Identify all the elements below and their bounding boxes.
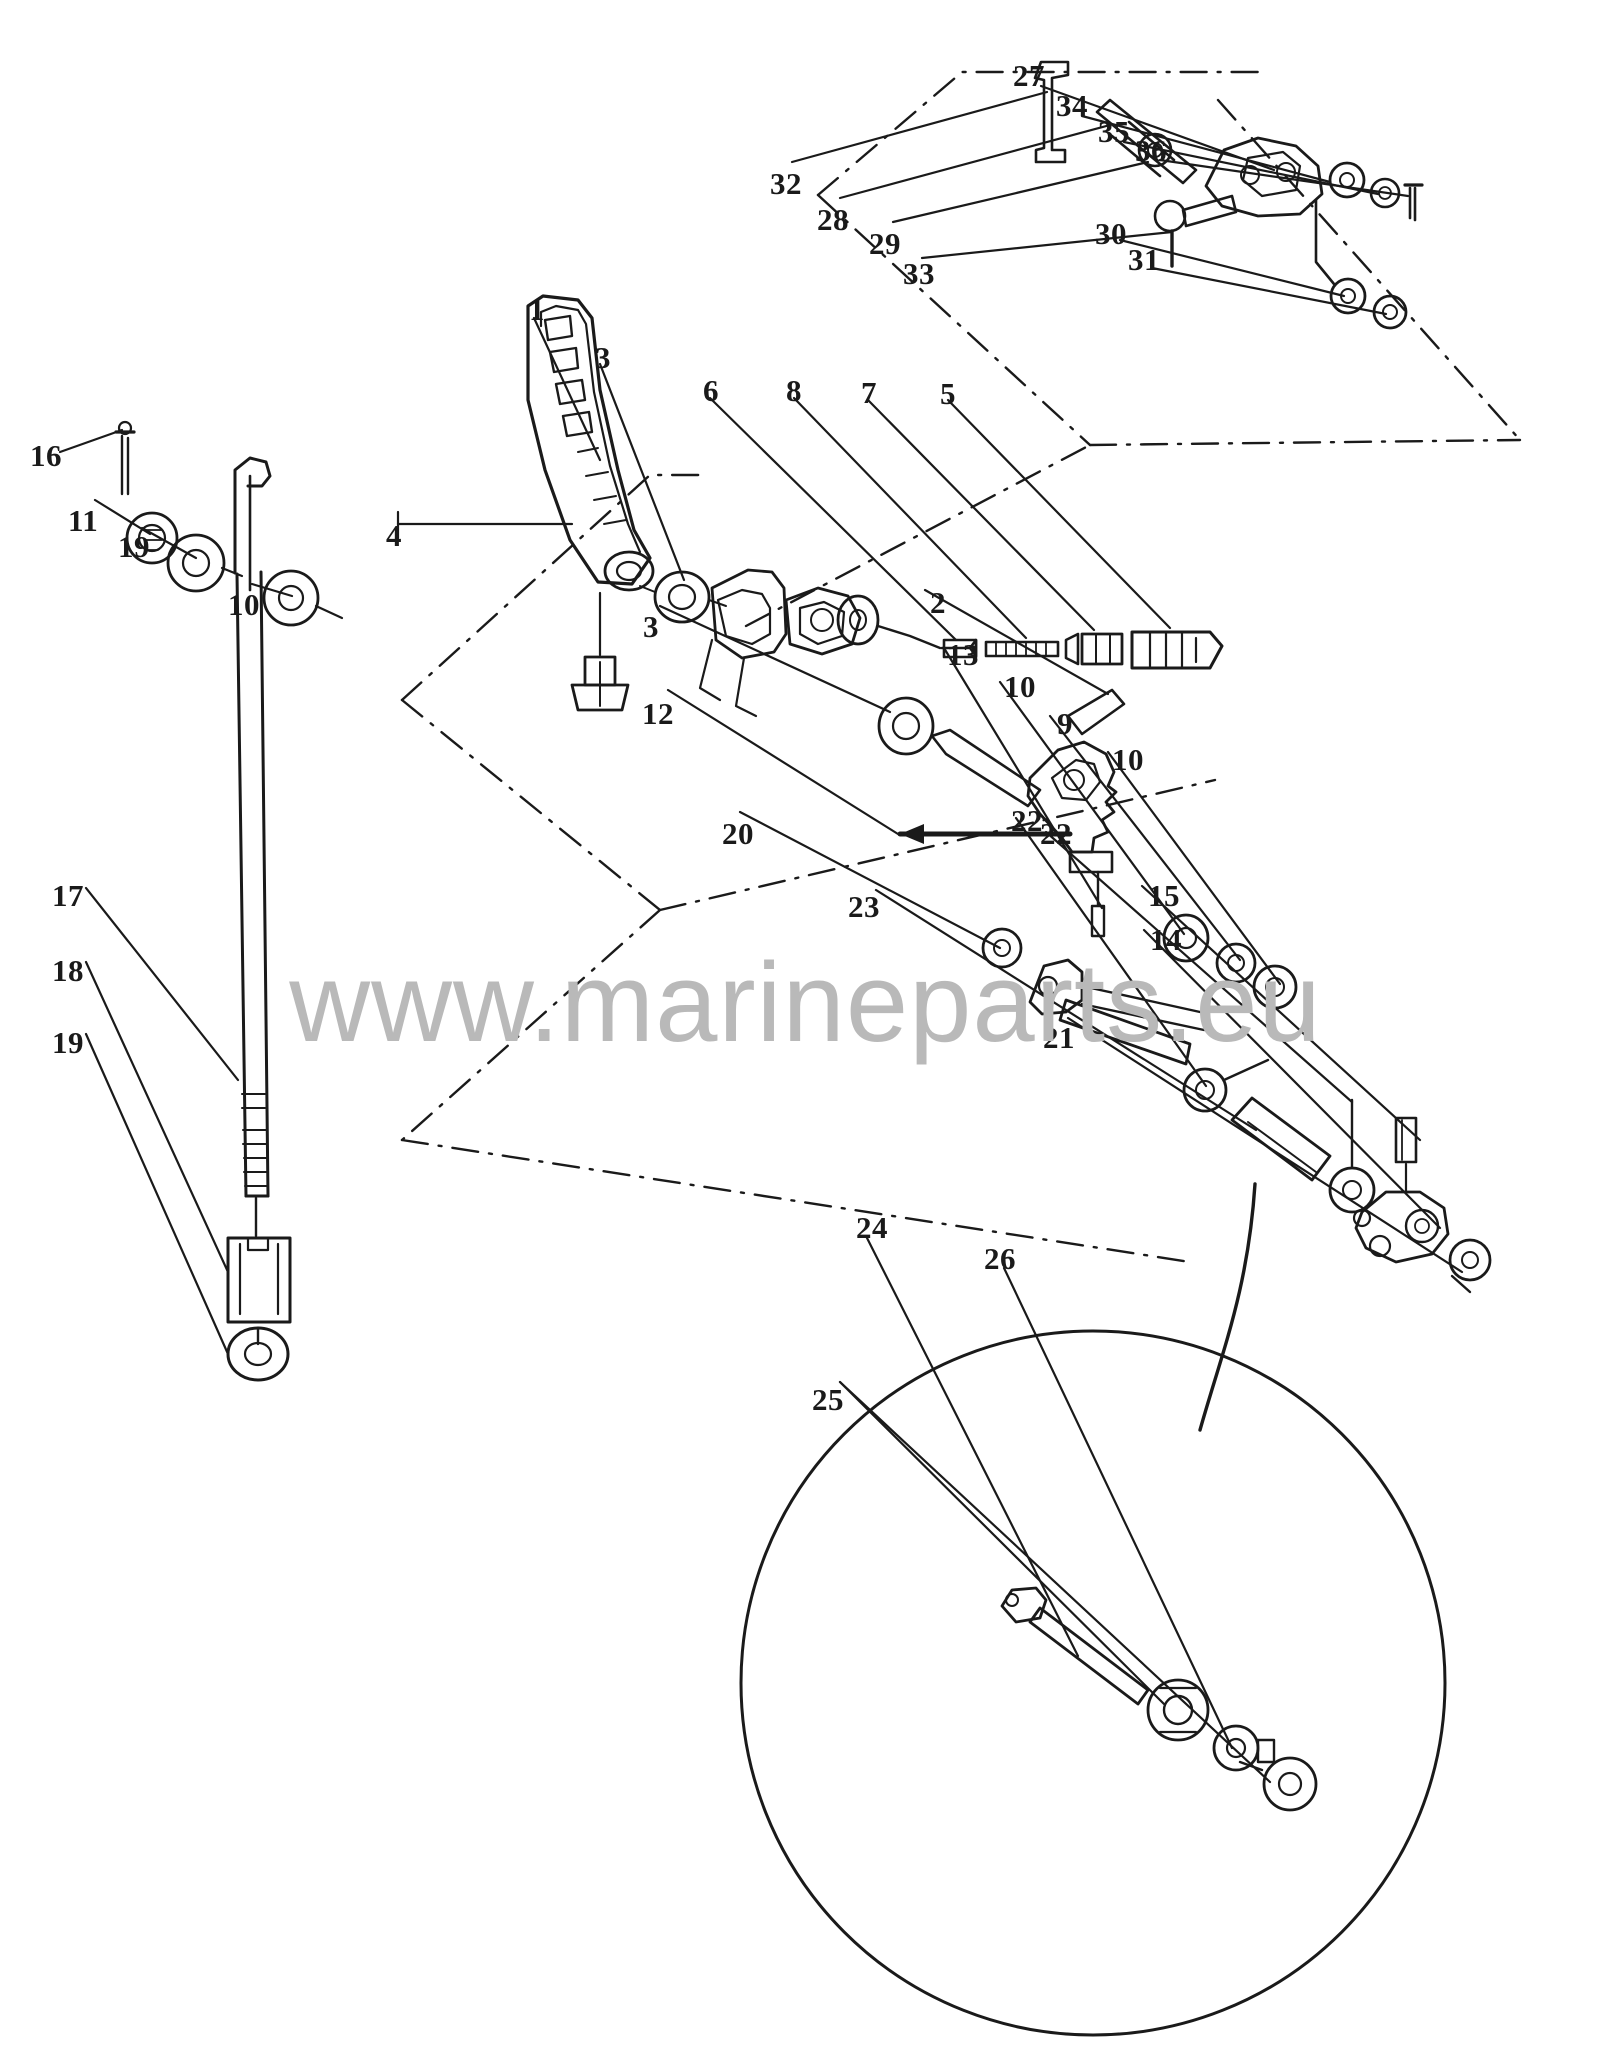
detail-circle bbox=[739, 1329, 1447, 2037]
callout-24: 24 bbox=[856, 1210, 888, 1245]
callout-10-mid: 10 bbox=[1004, 669, 1036, 704]
callout-25: 25 bbox=[812, 1382, 844, 1417]
callout-19-upper: 19 bbox=[118, 529, 150, 564]
callout-14: 14 bbox=[1150, 922, 1182, 957]
parts-14-15-21 bbox=[1352, 1116, 1492, 1294]
callout-16: 16 bbox=[30, 438, 62, 473]
callout-8: 8 bbox=[786, 373, 802, 408]
callout-20: 20 bbox=[722, 816, 754, 851]
detail-leader-cable bbox=[1198, 1182, 1257, 1432]
callout-3-lower: 3 bbox=[643, 609, 659, 644]
callout-1: 1 bbox=[529, 292, 545, 327]
callout-2: 2 bbox=[930, 585, 946, 620]
callout-17: 17 bbox=[52, 878, 84, 913]
callout-13: 13 bbox=[947, 637, 979, 672]
upper-assembly bbox=[1033, 60, 1424, 330]
center-hub-assembly bbox=[698, 568, 880, 718]
callout-4: 4 bbox=[386, 518, 402, 553]
callout-10-left: 10 bbox=[228, 587, 260, 622]
callout-27: 27 bbox=[1013, 58, 1045, 93]
part-12-arrow bbox=[897, 824, 1073, 844]
part-2-and-3 bbox=[877, 688, 1126, 874]
callout-26: 26 bbox=[984, 1241, 1016, 1276]
callout-15: 15 bbox=[1148, 878, 1180, 913]
callout-31: 31 bbox=[1128, 242, 1160, 277]
callout-33: 33 bbox=[903, 256, 935, 291]
callout-9: 9 bbox=[1057, 706, 1073, 741]
part-3-washer-upper bbox=[639, 570, 727, 624]
callout-36: 36 bbox=[1135, 133, 1167, 168]
leader-lines bbox=[58, 84, 1464, 1784]
dash-dot-boundaries bbox=[400, 70, 1522, 1264]
part-1-control-handle bbox=[526, 294, 655, 592]
callout-29: 29 bbox=[869, 226, 901, 261]
callout-23: 23 bbox=[848, 889, 880, 924]
callout-21: 21 bbox=[1043, 1020, 1075, 1055]
callout-19-lower: 19 bbox=[52, 1025, 84, 1060]
callout-10-right: 10 bbox=[1112, 742, 1144, 777]
parts-22-23 bbox=[1182, 1058, 1376, 1214]
callout-30: 30 bbox=[1095, 216, 1127, 251]
callout-32: 32 bbox=[770, 166, 802, 201]
callout-22-left: 22 bbox=[1011, 803, 1043, 838]
callout-6: 6 bbox=[703, 373, 719, 408]
callout-12: 12 bbox=[642, 696, 674, 731]
callout-28: 28 bbox=[817, 202, 849, 237]
callout-18: 18 bbox=[52, 953, 84, 988]
callout-3-upper: 3 bbox=[595, 340, 611, 375]
callout-34: 34 bbox=[1056, 88, 1088, 123]
left-column-assembly bbox=[114, 420, 344, 1382]
part-4-shoulder-bolt bbox=[570, 591, 630, 712]
callout-7: 7 bbox=[861, 375, 877, 410]
callout-35: 35 bbox=[1098, 114, 1130, 149]
callout-22-right: 22 bbox=[1040, 816, 1072, 851]
link-rod-assembly bbox=[876, 624, 1224, 670]
callout-5: 5 bbox=[940, 376, 956, 411]
callout-11: 11 bbox=[68, 503, 99, 538]
